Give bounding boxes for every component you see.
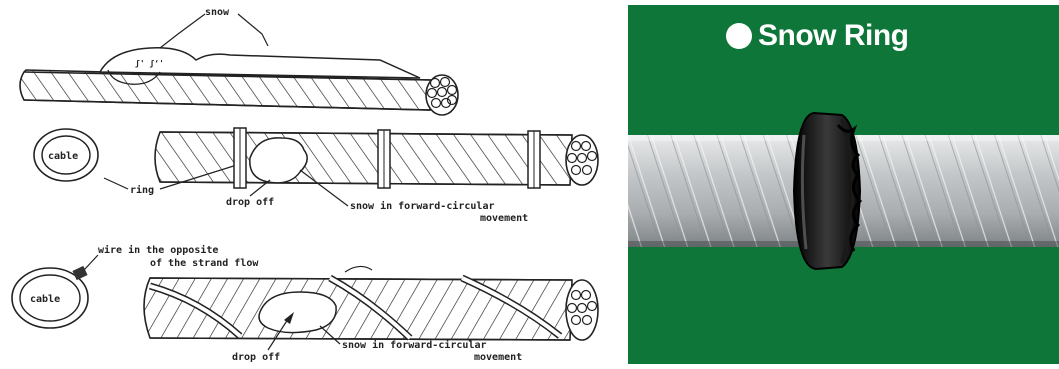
label-movement-2a: snow in forward-circular <box>342 339 487 351</box>
ring-band <box>378 130 390 188</box>
label-wire-2: of the strand flow <box>150 258 259 269</box>
cable-with-rings: drop off snow in forward-circular moveme… <box>155 128 598 224</box>
cable-strand-end <box>426 75 458 115</box>
label-drop-off-1: drop off <box>226 197 274 208</box>
ring-band <box>234 128 246 188</box>
label-movement-1b: movement <box>480 213 528 224</box>
cable-with-wire: drop off snow in forward-circular moveme… <box>144 266 598 363</box>
ring-band <box>528 131 540 188</box>
bullet-dot-icon <box>726 23 752 49</box>
photo-drawing <box>628 5 1059 364</box>
label-ring: ring <box>130 184 154 196</box>
cable-strand-end <box>566 280 598 340</box>
label-movement-2b: movement <box>474 352 522 363</box>
diagram-drawing: ʃ' ʃʻ' snow cable ring <box>0 0 612 369</box>
photo-snow-ring <box>794 113 860 269</box>
cable-strand-end <box>566 135 598 185</box>
label-movement-1a: snow in forward-circular <box>350 200 495 212</box>
label-wire-1: wire in the opposite <box>98 244 218 256</box>
snow-ring-photo: Snow Ring <box>628 5 1059 364</box>
cable-with-snow: ʃ' ʃʻ' snow <box>20 7 458 115</box>
snow-blob <box>259 292 336 333</box>
snow-ring-diagram: ʃ' ʃʻ' snow cable ring <box>0 0 612 369</box>
svg-text:ʃ' ʃʻ': ʃ' ʃʻ' <box>135 59 164 68</box>
label-cable-2: cable <box>30 294 60 305</box>
photo-title-text: Snow Ring <box>758 19 908 53</box>
photo-title: Snow Ring <box>726 19 908 53</box>
label-snow: snow <box>205 7 230 18</box>
label-drop-off-2: drop off <box>232 352 280 363</box>
label-cable-1: cable <box>48 151 78 162</box>
